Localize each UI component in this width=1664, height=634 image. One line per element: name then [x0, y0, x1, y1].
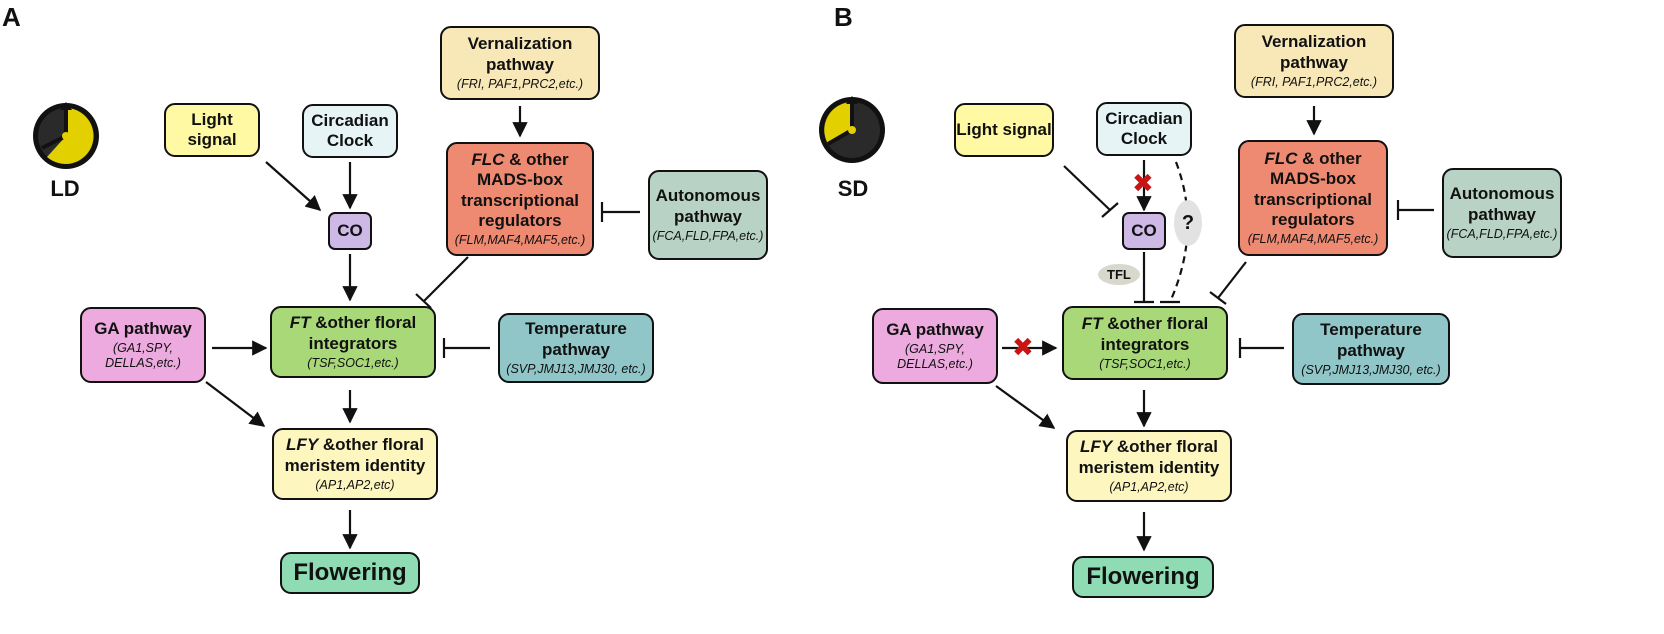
panel-b: B SD Light signal Circadian Clock ✖ ? CO…: [819, 0, 1664, 634]
long-day-clock-icon: [33, 102, 99, 169]
arrow-light-co: [265, 161, 322, 212]
circadian-clock-box: Circadian Clock: [1096, 102, 1192, 156]
vernalization-pathway-box: Vernalization pathway (FRI, PAF1,PRC2,et…: [1234, 24, 1394, 98]
flowering-box: Flowering: [1072, 556, 1214, 598]
lfy-meristem-identity-box: LFY &other floral meristem identity (AP1…: [1066, 430, 1232, 502]
condition-label-sd: SD: [837, 176, 869, 201]
flowering-box: Flowering: [280, 552, 420, 594]
temperature-pathway-box: Temperature pathway (SVP,JMJ13,JMJ30, et…: [1292, 313, 1450, 385]
panel-label: A: [2, 2, 21, 32]
inhibit-flc-ft-b: [1217, 261, 1247, 299]
ft-floral-integrators-box: FT &other floral integrators (TSF,SOC1,e…: [1062, 306, 1228, 380]
panel-a: A LD Light signal Circadian Clock CO Ver…: [2, 2, 768, 594]
panel-a-connectors: [205, 106, 640, 550]
lfy-meristem-identity-box: LFY &other floral meristem identity (AP1…: [272, 428, 438, 500]
arrow-ga-lfy: [205, 381, 266, 427]
tfl-label: TFL: [1098, 264, 1140, 285]
panel-label: B: [834, 2, 853, 32]
autonomous-pathway-box: Autonomous pathway (FCA,FLD,FPA,etc.): [648, 170, 768, 260]
co-box: CO: [328, 212, 372, 250]
vernalization-pathway-box: Vernalization pathway (FRI, PAF1,PRC2,et…: [440, 26, 600, 100]
ga-pathway-box: GA pathway (GA1,SPY, DELLAS,etc.): [80, 307, 206, 383]
blocked-mark-clock-co: ✖: [1132, 168, 1154, 198]
inhibit-light-co: [1063, 165, 1111, 211]
flc-regulators-box: FLC & other MADS-box transcriptional reg…: [446, 142, 594, 256]
short-day-clock-icon: [819, 96, 885, 163]
ga-pathway-box: GA pathway (GA1,SPY, DELLAS,etc.): [872, 308, 998, 384]
co-box: CO: [1122, 212, 1166, 250]
inhibit-flc-ft: [423, 256, 469, 302]
ft-floral-integrators-box: FT &other floral integrators (TSF,SOC1,e…: [270, 306, 436, 378]
light-signal-box: Light signal: [954, 103, 1054, 157]
temperature-pathway-box: Temperature pathway (SVP,JMJ13,JMJ30, et…: [498, 313, 654, 383]
condition-label-ld: LD: [50, 176, 80, 201]
blocked-mark-ga-ft: ✖: [1012, 332, 1034, 362]
light-signal-box: Light signal: [164, 103, 260, 157]
autonomous-pathway-box: Autonomous pathway (FCA,FLD,FPA,etc.): [1442, 168, 1562, 258]
unknown-regulation-marker: ?: [1174, 200, 1202, 246]
panel-b-connectors: [995, 106, 1434, 552]
dashed-inhibit-clock-ft: [1168, 161, 1189, 303]
arrow-ga-lfy-b: [995, 385, 1056, 429]
circadian-clock-box: Circadian Clock: [302, 104, 398, 158]
flc-regulators-box: FLC & other MADS-box transcriptional reg…: [1238, 140, 1388, 256]
